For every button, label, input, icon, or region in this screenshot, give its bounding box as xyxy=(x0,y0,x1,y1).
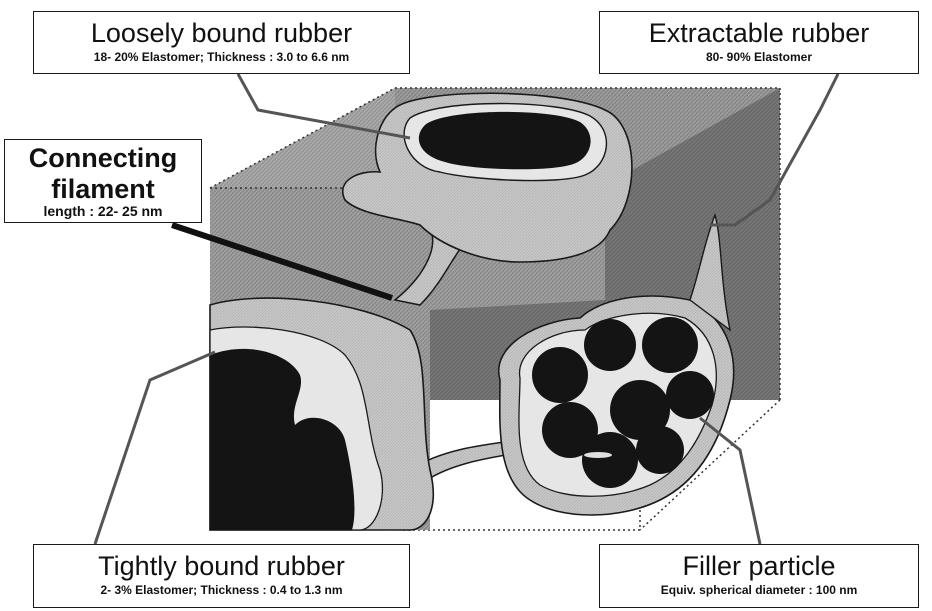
extractable-rubber-detail: 80- 90% Elastomer xyxy=(600,50,918,64)
right-filler-highlight xyxy=(584,452,612,458)
leader-tightly xyxy=(95,352,215,544)
tightly-bound-rubber-detail: 2- 3% Elastomer; Thickness : 0.4 to 1.3 … xyxy=(34,583,409,597)
filler-particle-label: Filler particle Equiv. spherical diamete… xyxy=(599,544,919,608)
top-filler-particle xyxy=(419,112,591,169)
tightly-bound-rubber-label: Tightly bound rubber 2- 3% Elastomer; Th… xyxy=(33,544,410,608)
loosely-bound-rubber-label: Loosely bound rubber 18- 20% Elastomer; … xyxy=(33,11,410,74)
loosely-bound-rubber-detail: 18- 20% Elastomer; Thickness : 3.0 to 6.… xyxy=(34,50,409,64)
tightly-bound-rubber-title: Tightly bound rubber xyxy=(34,551,409,581)
connecting-filament-detail: length : 22- 25 nm xyxy=(5,203,201,219)
extractable-rubber-title: Extractable rubber xyxy=(600,18,918,48)
extractable-rubber-label: Extractable rubber 80- 90% Elastomer xyxy=(599,11,919,74)
connecting-filament-label: Connecting filament length : 22- 25 nm xyxy=(4,139,202,223)
connecting-filament-title-line2: filament xyxy=(5,176,201,202)
loosely-bound-rubber-title: Loosely bound rubber xyxy=(34,18,409,48)
connecting-filament-title-line1: Connecting xyxy=(5,145,201,171)
filler-particle-detail: Equiv. spherical diameter : 100 nm xyxy=(600,583,918,597)
filler-particle-title: Filler particle xyxy=(600,551,918,581)
